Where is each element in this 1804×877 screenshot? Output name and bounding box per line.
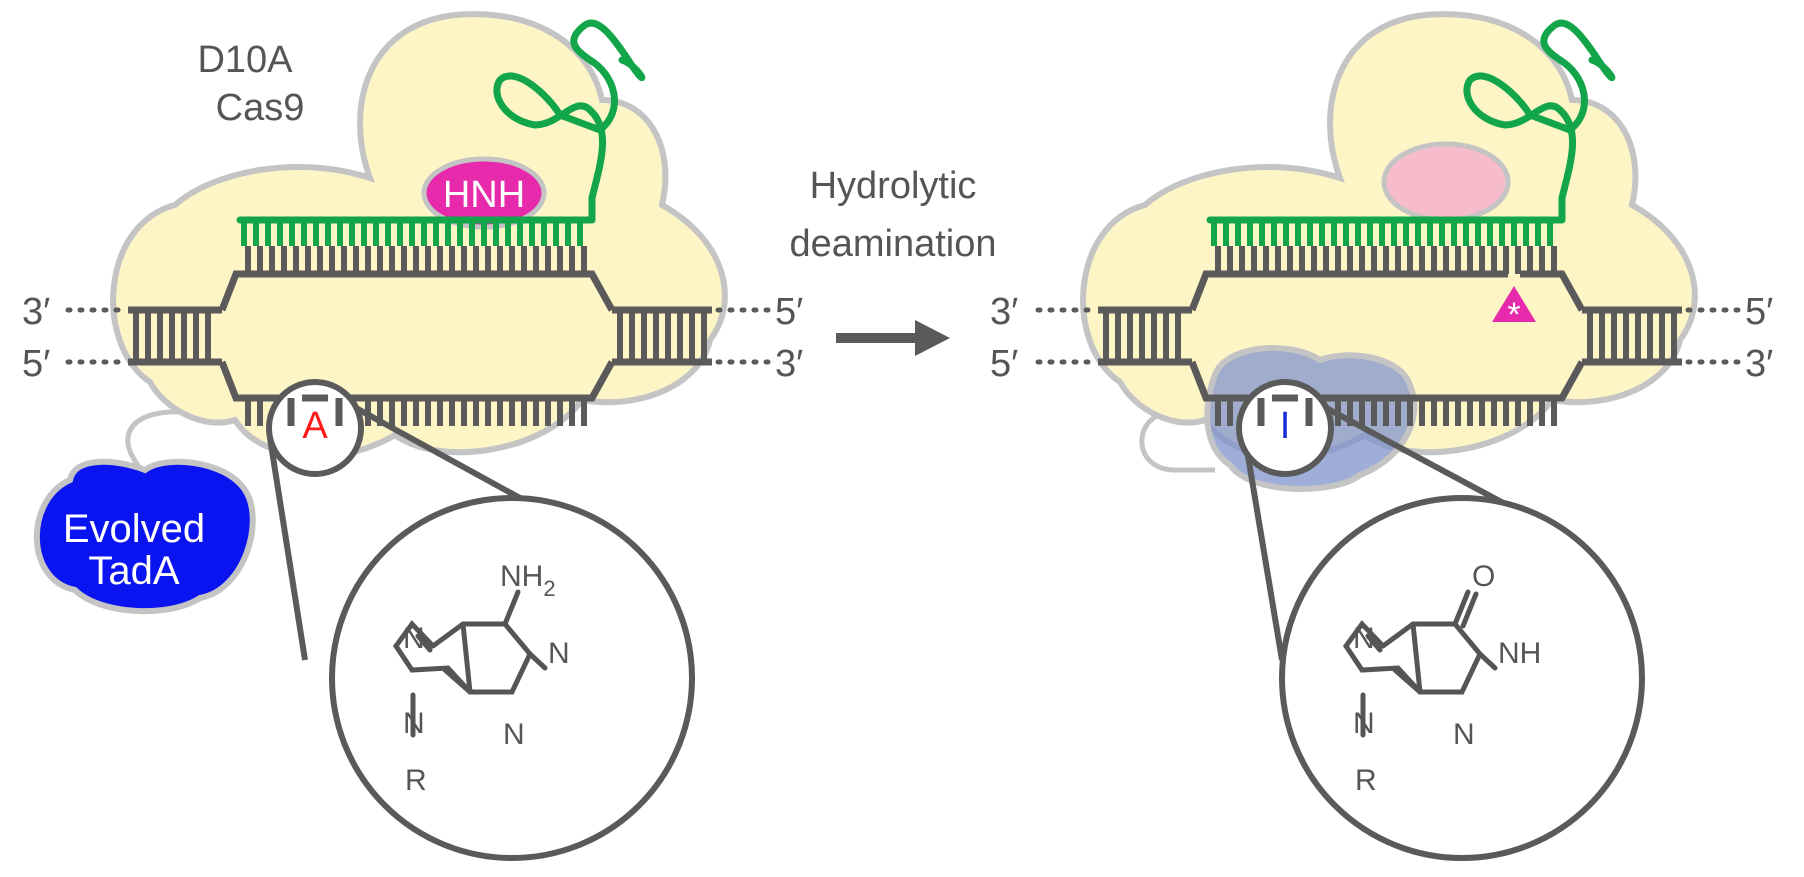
left-end-bottom-right: 3′ [775,343,803,385]
cas9-protein [110,11,728,460]
dna-base-pairs-right [617,310,707,362]
left-panel: Evolved TadA D10A Cas9 HNH [22,11,803,861]
left-end-top-right: 5′ [775,291,803,333]
right-arrow-icon [836,320,950,356]
base-i-label: I [1280,405,1291,447]
hnh-domain-inactive [1381,141,1511,223]
nick-symbol: * [1507,296,1520,334]
zoom-line-left-right [1242,437,1285,661]
right-end-bottom-right: 3′ [1745,343,1773,385]
evolved-tada [33,458,256,615]
right-panel: * I O NH N N N R 3′ 5′ 5′ 3′ [990,11,1773,861]
guide-rna [236,19,646,246]
adenine-zoom-circle [329,495,695,861]
zoom-line-left [267,437,308,661]
inosine-zoom-circle [1279,495,1645,861]
tada-label-line2: TadA [88,549,179,593]
inosine-r: R [1355,764,1377,797]
inosine-n9: N [1353,707,1375,740]
inosine-n7: N [1353,622,1375,655]
base-a-label: A [302,405,328,447]
cas9-label-line1: D10A [197,39,293,81]
tada-tether [125,409,181,470]
arrow-label-line2: deamination [789,223,996,265]
adenine-n7: N [403,622,425,655]
adenine-nh2: NH2 [500,560,556,601]
right-end-top-left: 3′ [990,291,1018,333]
arrow-label-line1: Hydrolytic [810,165,977,207]
dna-nontarget-strand-bases [245,398,587,426]
reaction-arrow: Hydrolytic deamination [789,165,997,356]
dna-target-strand-bases [245,246,587,274]
dna-duplex-right [1098,246,1682,426]
adenine-structure [392,589,548,738]
left-end-bottom-left: 5′ [22,343,50,385]
right-end-bottom-left: 5′ [990,343,1018,385]
inosine-n3: N [1453,718,1475,751]
adenine-n3: N [503,718,525,751]
dna-base-pairs-left [133,310,211,362]
adenine-r: R [405,764,427,797]
adenine-n9: N [403,707,425,740]
left-end-top-left: 3′ [22,291,50,333]
dna-duplex [128,246,712,426]
adenine-n1: N [548,637,570,670]
inosine-nh: NH [1498,637,1541,670]
inosine-o: O [1472,560,1495,593]
inosine-structure [1342,589,1498,738]
right-end-top-right: 5′ [1745,291,1773,333]
guide-rna-right [1206,19,1616,246]
cas9-label-line2: Cas9 [216,87,305,129]
tada-label-line1: Evolved [63,507,205,551]
hnh-label: HNH [443,174,525,216]
nick-marker [1492,286,1536,322]
